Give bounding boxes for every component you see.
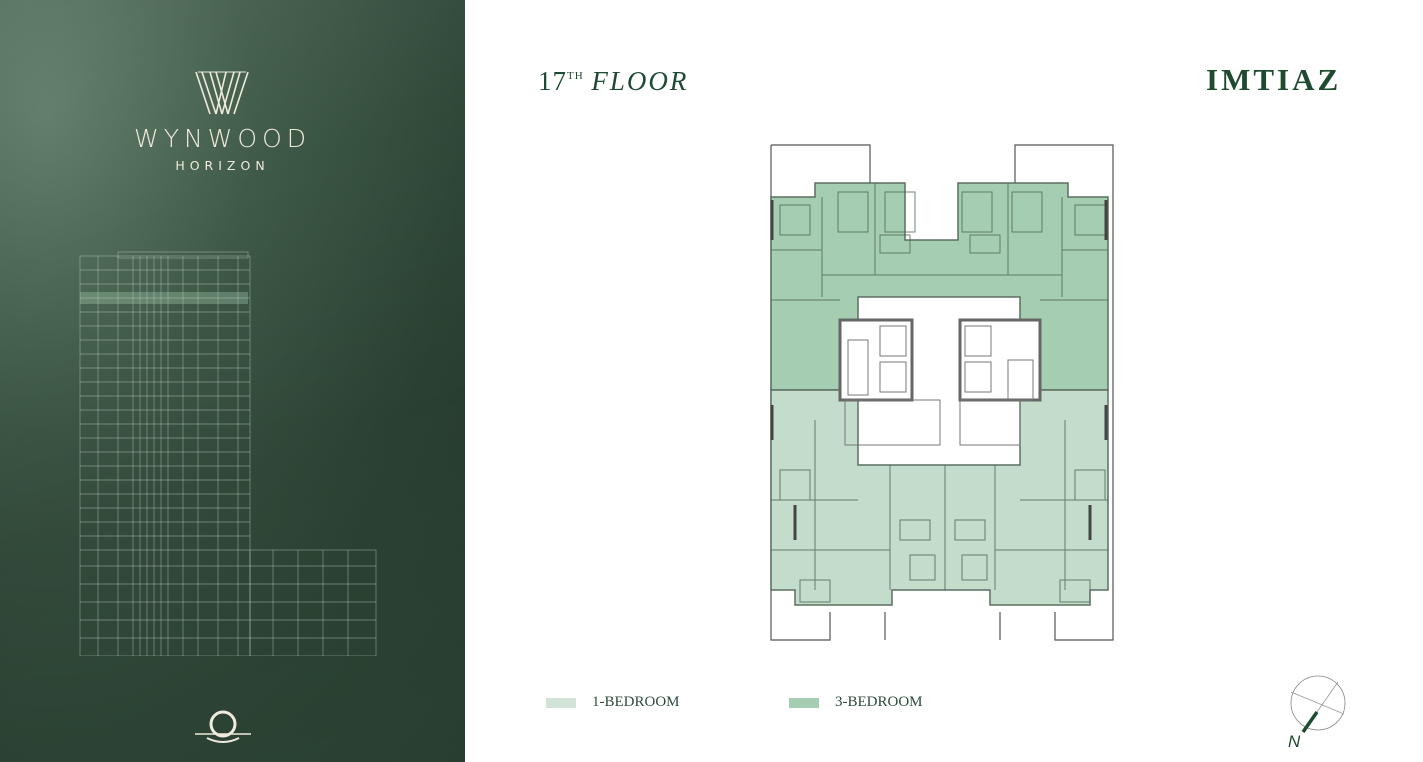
floor-word: FLOOR — [591, 66, 689, 96]
panel-shadow-overlay — [0, 0, 465, 762]
brand-panel — [0, 0, 465, 762]
one-bedroom-units — [770, 389, 1109, 606]
company-logo: IMTIAZ — [1206, 62, 1342, 97]
compass-label: N — [1288, 732, 1301, 751]
wynwood-logo-mark — [195, 71, 249, 115]
legend-swatch-1-bedroom — [546, 697, 576, 708]
building-elevation-drawing — [79, 251, 377, 656]
legend-item-1-bedroom: 1-BEDROOM — [546, 694, 680, 711]
floor-suffix: TH — [567, 70, 584, 82]
floor-title: 17TH FLOOR — [538, 66, 688, 97]
floor-number: 17 — [538, 66, 567, 96]
highlighted-floor-band — [80, 292, 248, 304]
brand-name: WYNWOOD — [133, 124, 312, 153]
legend-swatch-3-bedroom — [789, 697, 819, 708]
legend-label: 1-BEDROOM — [592, 694, 680, 710]
legend-label: 3-BEDROOM — [835, 694, 923, 710]
floor-plan-drawing — [770, 144, 1114, 641]
north-compass-icon: N — [1288, 675, 1346, 751]
horizon-emblem-icon — [195, 710, 251, 743]
legend-item-3-bedroom: 3-BEDROOM — [789, 694, 923, 711]
brand-subtitle: HORIZON — [175, 158, 270, 173]
